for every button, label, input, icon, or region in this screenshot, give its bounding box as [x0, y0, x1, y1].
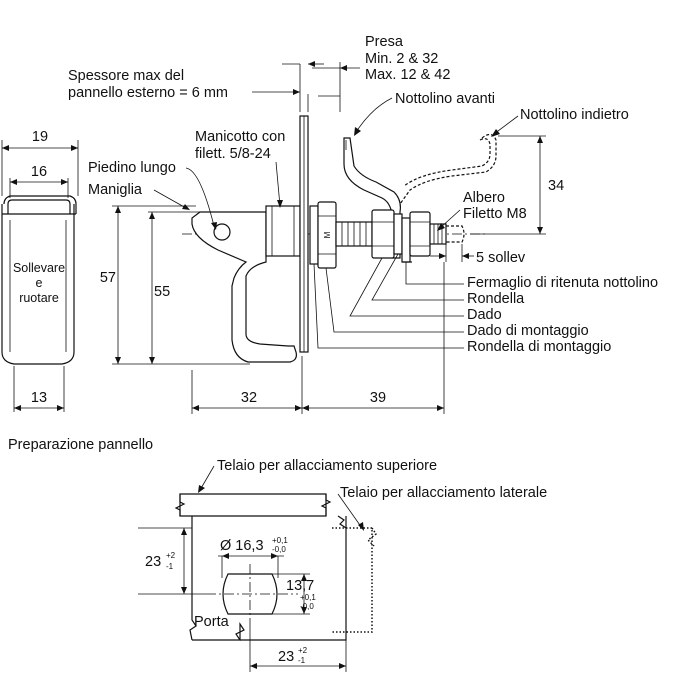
dim-19-text: 19: [32, 129, 48, 145]
nottolino-avanti-label: Nottolino avanti: [395, 91, 495, 107]
dim-13-text: 13: [31, 390, 47, 406]
spessore-dim: [252, 61, 324, 112]
dim-23-bottom: 23 +2 -1: [249, 624, 347, 672]
panel-preparation: Porta: [174, 493, 378, 641]
nottolino-indietro-label: Nottolino indietro: [520, 107, 629, 123]
threaded-sleeve: [265, 205, 301, 257]
dim-diameter-tol-dn: -0,0: [272, 545, 286, 554]
dim-diameter-tol-up: +0,1: [272, 536, 288, 545]
dado-label: Dado: [467, 307, 502, 323]
ruotare-label: ruotare: [19, 291, 59, 305]
dim-34-text: 34: [548, 178, 564, 194]
dim-diameter-text: Ø 16,3: [220, 538, 264, 554]
telaio-lat-label: Telaio per allacciamento laterale: [340, 485, 547, 501]
dim-57: 57: [100, 205, 250, 365]
retaining-clip: [401, 217, 411, 263]
dim-55: 55: [148, 211, 200, 364]
latch-side-view: M: [182, 115, 497, 363]
presa-label: Presa: [365, 34, 404, 50]
dado-montaggio-label: Dado di montaggio: [467, 323, 589, 339]
dim-23-bottom-text: 23: [278, 649, 294, 665]
maniglia-label: Maniglia: [88, 182, 143, 198]
dim-16-text: 16: [31, 164, 47, 180]
dim-23-left-text: 23: [145, 554, 161, 570]
mounting-washer: [309, 205, 319, 265]
dim-23-bottom-dn: -1: [298, 656, 306, 665]
sollev-dim: [430, 244, 474, 262]
e-label: e: [36, 276, 43, 290]
handle-front-view: Sollevare e ruotare: [1, 195, 77, 365]
dim-32: 32: [191, 356, 303, 414]
handle-body: [191, 211, 297, 363]
sollevare-label: Sollevare: [13, 261, 65, 275]
manicotto-label-2: filett. 5/8-24: [195, 146, 271, 162]
telaio-sup-label: Telaio per allacciamento superiore: [217, 458, 437, 474]
dim-diameter: Ø 16,3 +0,1 -0,0: [218, 536, 288, 578]
presa-min-label: Min. 2 & 32: [365, 51, 438, 67]
dim-23-left-up: +2: [166, 551, 176, 560]
nut-mark: M: [323, 231, 332, 238]
spessore-label-2: pannello esterno = 6 mm: [68, 85, 228, 101]
spessore-label-1: Spessore max del: [68, 68, 184, 84]
dim-23-bottom-up: +2: [298, 646, 308, 655]
pin-hole: [213, 223, 231, 241]
prep-title: Preparazione pannello: [8, 437, 153, 453]
rondella-label: Rondella: [467, 291, 525, 307]
dim-width: 13,7 +0,1 -0,0: [272, 573, 316, 615]
dim-23-left: 23 +2 -1: [138, 527, 206, 595]
dim-57-text: 57: [100, 270, 116, 286]
piedino-label: Piedino lungo: [88, 160, 176, 176]
fermaglio-label: Fermaglio di ritenuta nottolino: [467, 275, 658, 291]
end-nut: [409, 211, 431, 257]
dim-23-left-dn: -1: [166, 562, 174, 571]
nut: [371, 209, 395, 259]
dim-39: 39: [302, 262, 445, 414]
cam-backward: [399, 133, 497, 205]
dim-32-text: 32: [241, 390, 257, 406]
manicotto-label-1: Manicotto con: [195, 129, 285, 145]
presa-dim: [307, 62, 360, 112]
sollev-label: 5 sollev: [476, 250, 526, 266]
dim-width-tol-up: +0,1: [300, 593, 316, 602]
dim-16: 16: [9, 164, 69, 198]
dim-width-tol-dn: -0,0: [300, 602, 314, 611]
porta-label: Porta: [194, 614, 230, 630]
dim-39-text: 39: [370, 390, 386, 406]
washer: [393, 213, 403, 255]
rondella-montaggio-label: Rondella di montaggio: [467, 339, 611, 355]
dim-19: 19: [1, 129, 79, 196]
dim-width-text: 13,7: [286, 578, 314, 594]
dim-34: 34: [470, 135, 564, 235]
presa-max-label: Max. 12 & 42: [365, 67, 450, 83]
dim-55-text: 55: [154, 284, 170, 300]
albero-label: Albero: [463, 190, 505, 206]
dim-13: 13: [13, 366, 65, 412]
filetto-label: Filetto M8: [463, 206, 527, 222]
